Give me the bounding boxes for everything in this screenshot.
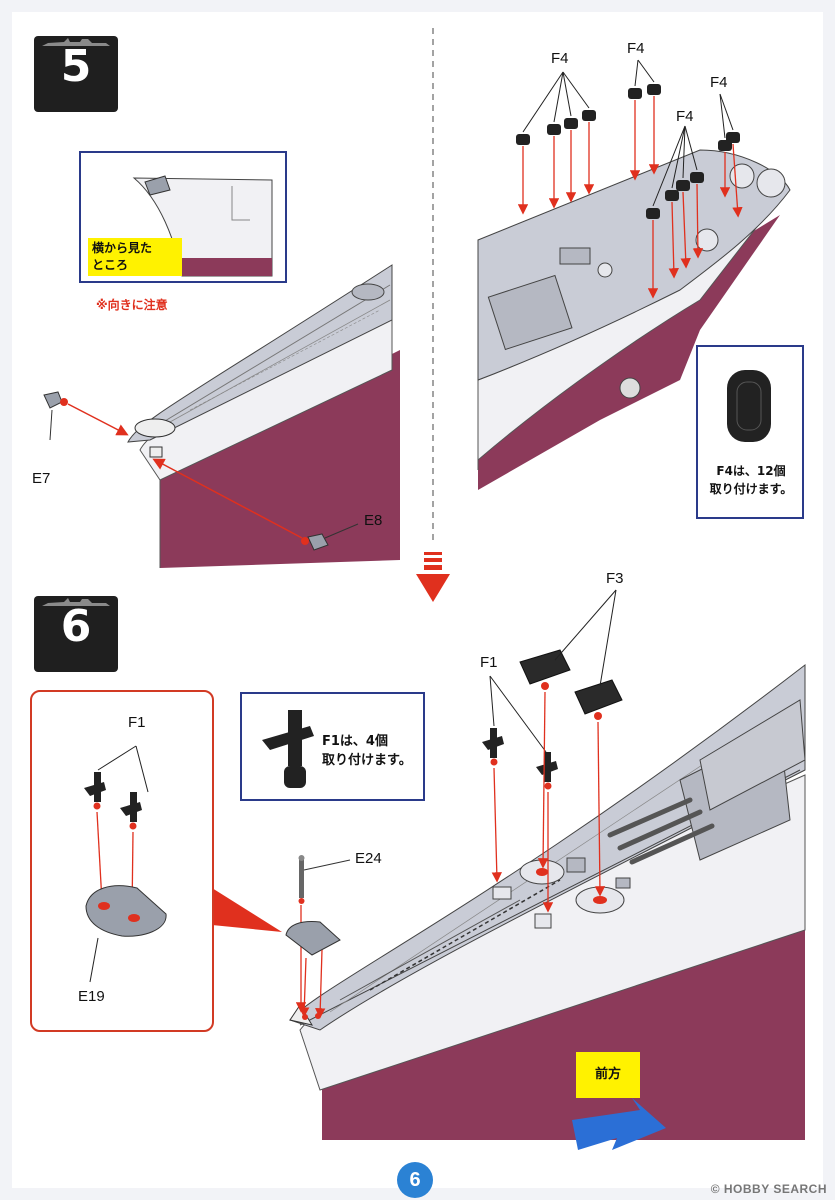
f4-label-b: F4 (627, 40, 645, 57)
f4-label-a: F4 (551, 50, 569, 67)
step5-foredeck-illustration (477, 149, 791, 490)
f3-label: F3 (606, 570, 624, 587)
ship-silhouette-icon (42, 598, 110, 606)
e19-installed (285, 921, 341, 1019)
f4-label-c: F4 (676, 108, 694, 125)
orientation-note: ※向きに注意 (96, 298, 168, 312)
e19-detail-box: F1 E19 (30, 690, 214, 1032)
side-view-tag-line2: ところ (92, 258, 129, 272)
e19-detail-illustration (84, 745, 167, 983)
side-view-tag-line1: 横から見た (92, 241, 153, 255)
f1-count-note: F1は、4個 取り付けます。 (322, 732, 422, 770)
watermark: © HOBBY SEARCH (710, 1182, 827, 1196)
f4-count-note-line2: 取り付けます。 (709, 482, 793, 496)
e8-part (152, 458, 359, 551)
f4-label-d: F4 (710, 74, 728, 91)
e7-label: E7 (32, 470, 51, 487)
side-view-inset (79, 151, 287, 283)
front-direction-tag: 前方 (576, 1052, 640, 1098)
e7-part (43, 391, 129, 441)
step5-bow-illustration (127, 264, 400, 568)
e8-label: E8 (364, 512, 383, 529)
f1-count-note-line1: F1は、4個 (322, 734, 388, 749)
next-step-arrow-icon (416, 552, 450, 602)
f3-parts (519, 589, 623, 897)
e24-label: E24 (355, 850, 382, 867)
f4-count-note: F4は、12個 取り付けます。 (703, 462, 799, 498)
f1-info-box (240, 692, 425, 801)
forward-direction-arrow-icon (572, 1098, 666, 1150)
ship-silhouette-icon (42, 38, 110, 46)
f1-count-note-line2: 取り付けます。 (322, 753, 412, 768)
step6-number: 6 (60, 601, 92, 652)
f1-detail-label: F1 (128, 714, 146, 731)
side-view-tag: 横から見た ところ (88, 238, 182, 276)
step6-ship-illustration (289, 663, 806, 1140)
step6-badge: 6 (34, 596, 118, 672)
f1-parts (482, 675, 558, 913)
f4-count-note-line1: F4は、12個 (716, 464, 786, 478)
f1-label: F1 (480, 654, 498, 671)
detail-callout-pointer (212, 888, 282, 932)
step5-badge: 5 (34, 36, 118, 112)
page-number: 6 (397, 1162, 433, 1198)
f4-info-box (696, 345, 804, 519)
f4-parts (516, 59, 743, 299)
e19-label: E19 (78, 988, 105, 1005)
step5-number: 5 (60, 41, 92, 92)
